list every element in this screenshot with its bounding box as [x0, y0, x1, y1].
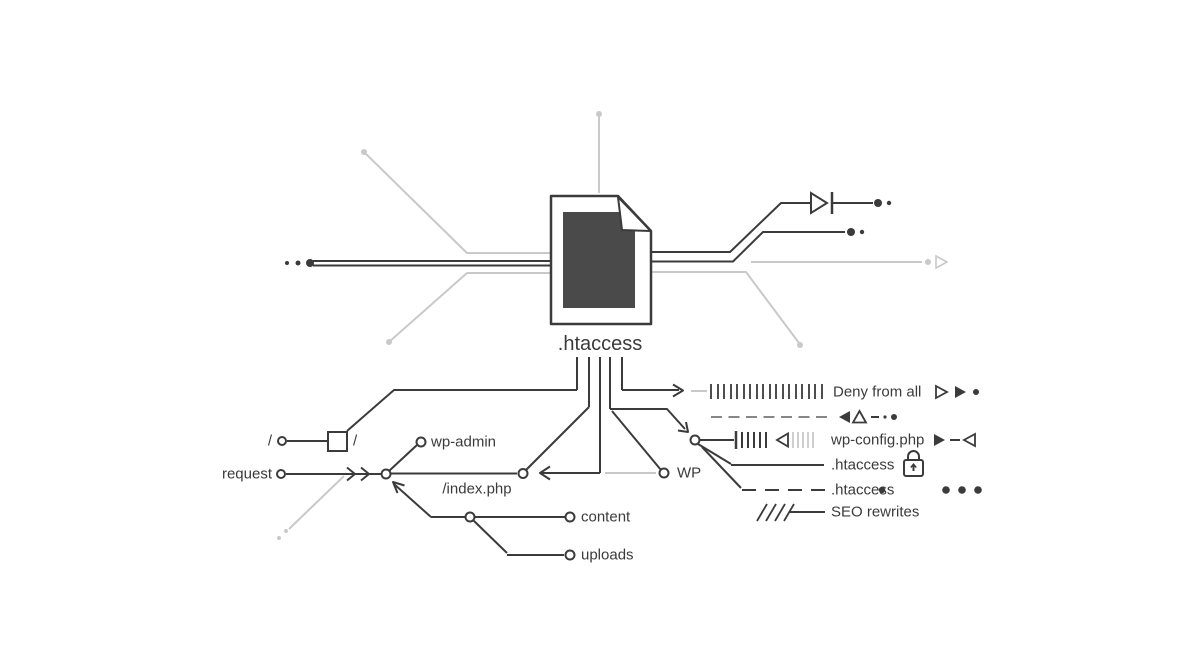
wp-admin-label: wp-admin — [431, 433, 497, 451]
dot-icon — [878, 486, 886, 494]
right-faint-traces — [651, 254, 949, 348]
content-node — [564, 511, 576, 523]
terminal-dot-icon — [859, 229, 865, 235]
dashed-rule-row — [711, 409, 897, 424]
dot-icon — [942, 486, 950, 494]
wp-admin-branch — [388, 436, 427, 472]
small-dot-icon — [883, 415, 887, 419]
fanout-traces — [576, 357, 623, 473]
wp-config-label: wp-config.php — [831, 431, 925, 449]
chevron-arrow-icon — [360, 466, 370, 482]
filled-play-icon — [955, 386, 966, 398]
wpconfig-rule-row — [689, 431, 976, 449]
uploads-node — [564, 549, 576, 561]
diode-trace — [651, 191, 892, 253]
root-slash-right-label: / — [353, 432, 358, 450]
wp-admin-node — [415, 436, 427, 448]
root-branch — [277, 389, 577, 452]
seo-slashes-icon — [756, 503, 795, 522]
dot-icon — [973, 389, 979, 395]
right-bus-trace — [651, 228, 865, 263]
request-label: request — [221, 465, 272, 483]
left-bus-trace — [285, 259, 551, 267]
index-branch — [525, 406, 590, 471]
wp-branch — [611, 410, 662, 471]
deny-rule-row — [710, 384, 979, 400]
dot-icon — [891, 414, 897, 420]
htaccess-protected-label: .htaccess — [831, 456, 895, 474]
htaccess-file-icon — [549, 194, 653, 326]
uploads-label: uploads — [581, 546, 634, 564]
lock-icon — [903, 450, 924, 477]
request-row — [276, 466, 392, 540]
seo-rule-row — [756, 503, 825, 522]
root-endpoint — [277, 436, 287, 446]
top-trace — [596, 111, 602, 193]
hatch-marks-icon — [710, 384, 823, 399]
content-junction-node — [464, 511, 476, 523]
terminal-dot-icon — [847, 228, 855, 236]
open-play-icon — [935, 384, 949, 400]
filled-left-triangle-icon — [839, 411, 850, 423]
wp-row — [605, 467, 670, 479]
seo-rewrites-label: SEO rewrites — [831, 503, 920, 521]
deny-from-all-label: Deny from all — [833, 383, 922, 401]
wp-label: WP — [677, 464, 702, 482]
wpconfig-node — [689, 434, 701, 446]
wpconfig-branch — [610, 408, 689, 433]
htaccess-file-label: .htaccess — [557, 333, 643, 355]
open-play-icon — [935, 254, 949, 270]
content-label: content — [581, 508, 631, 526]
lower-left-trace — [386, 272, 551, 345]
content-subtree — [392, 481, 576, 561]
root-slash-left-label: / — [267, 432, 272, 450]
request-endpoint — [276, 469, 286, 479]
terminal-dot-icon — [886, 200, 892, 206]
htaccess-dashed-rule-row — [701, 446, 982, 494]
diode-icon — [810, 191, 834, 215]
deny-branch — [622, 383, 707, 398]
index-arrow-branch — [539, 465, 600, 481]
chevron-arrow-icon — [346, 466, 356, 482]
index-php-node — [517, 468, 529, 479]
terminal-dot-icon — [874, 199, 882, 207]
index-row — [391, 468, 529, 479]
upper-left-trace — [361, 149, 551, 254]
open-left-triangle-icon — [962, 432, 976, 448]
light-hatch-marks-icon — [792, 432, 814, 448]
request-junction-node — [380, 468, 392, 480]
dot-icon — [974, 486, 982, 494]
hatch-marks-icon — [741, 432, 767, 448]
htaccess-dashed-label: .htaccess — [831, 481, 895, 499]
dot-icon — [958, 486, 966, 494]
filled-play-icon — [934, 434, 945, 446]
index-php-label: /index.php — [442, 480, 512, 498]
open-left-triangle-icon — [775, 431, 789, 449]
root-square — [327, 431, 348, 452]
wp-node — [658, 467, 670, 479]
open-up-triangle-icon — [851, 409, 868, 424]
